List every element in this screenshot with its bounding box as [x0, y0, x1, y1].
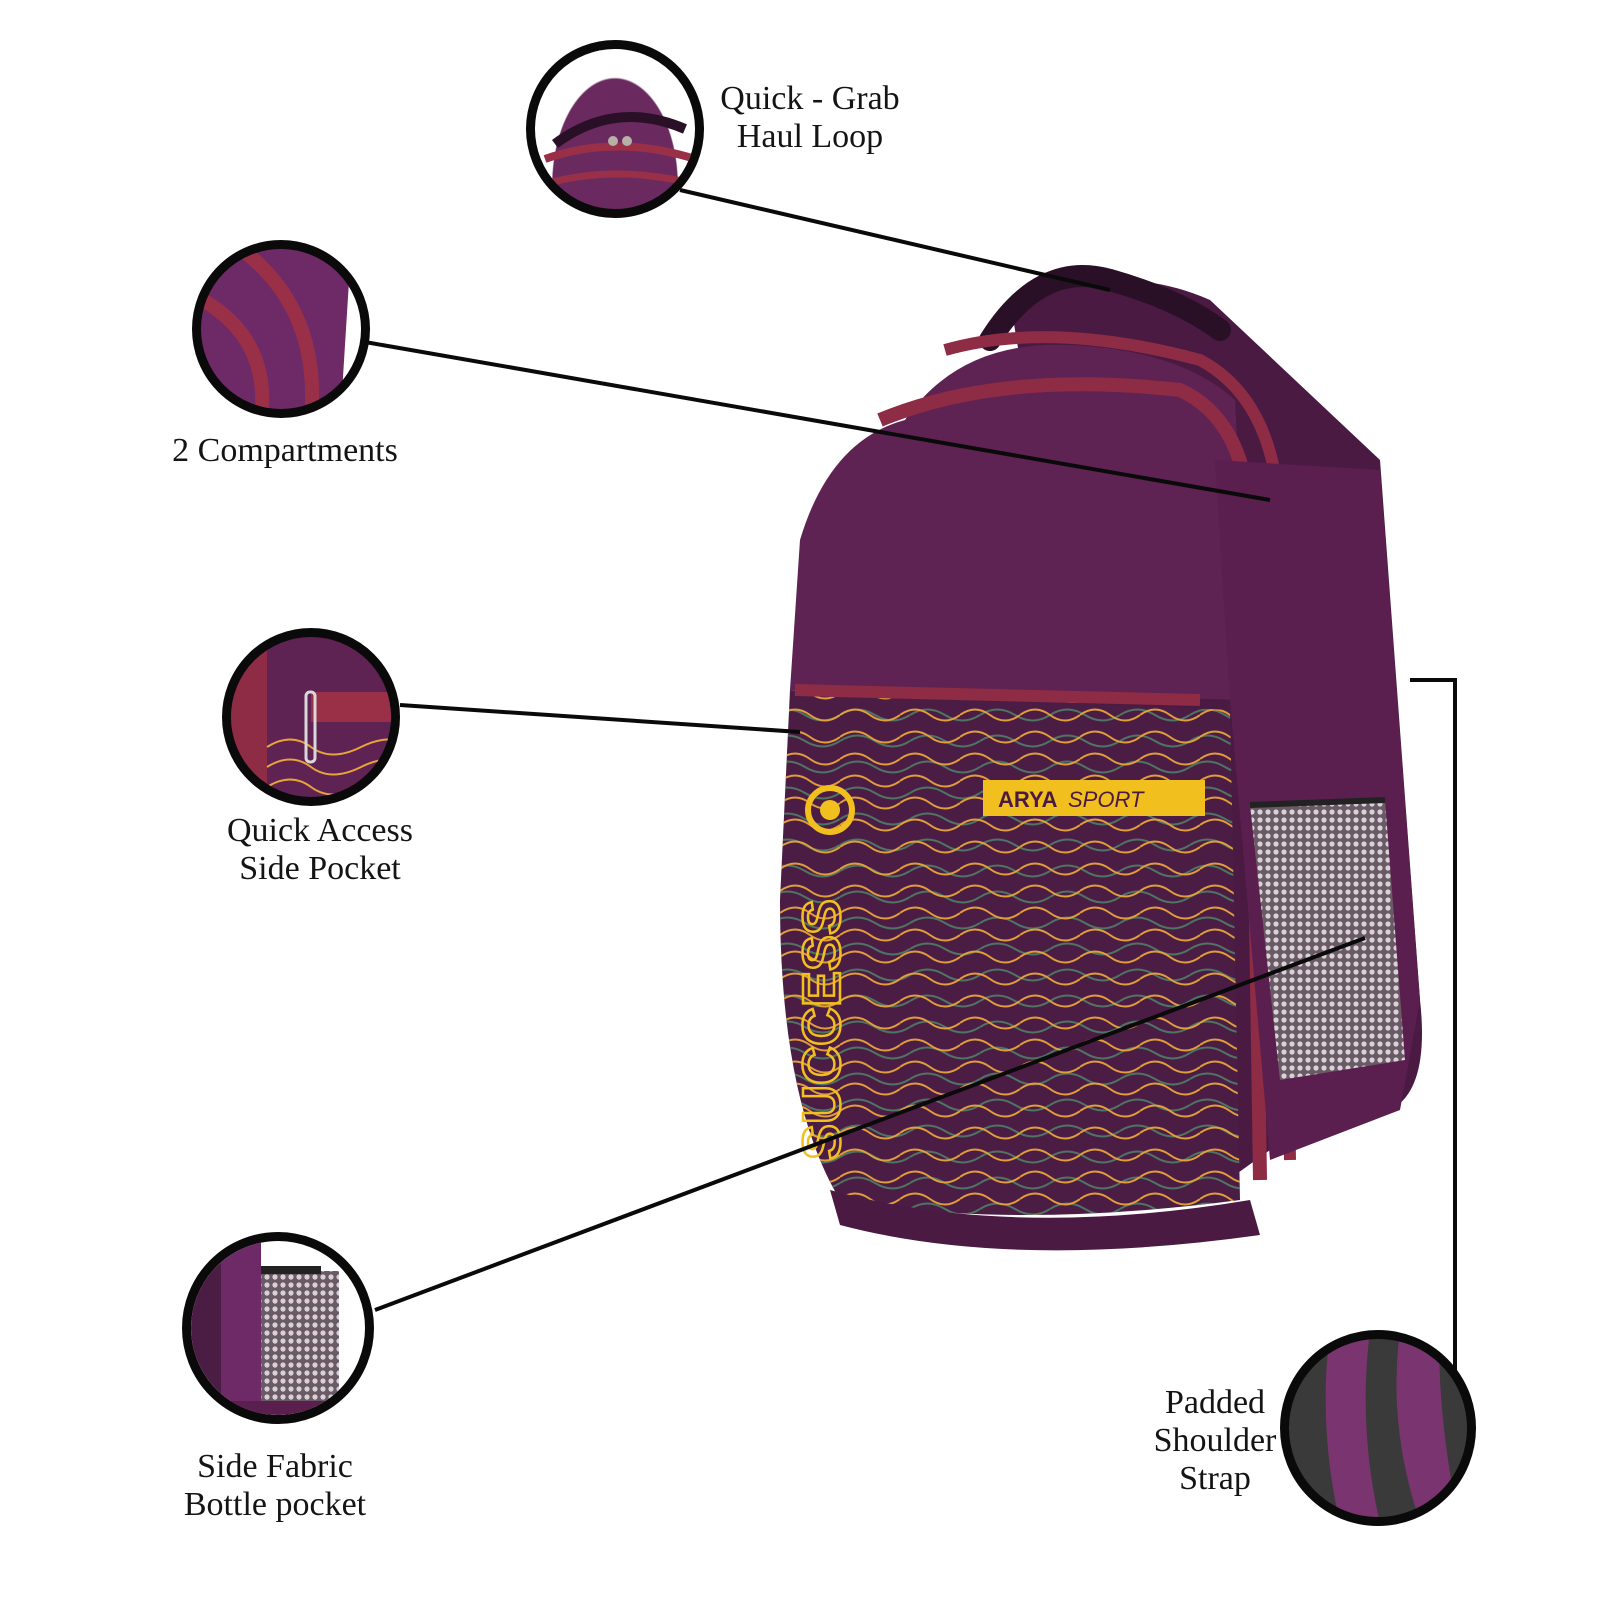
compartments-detail-image: [201, 249, 361, 409]
detail-circle-compartments: [192, 240, 370, 418]
feature-label-shoulder-strap: Padded Shoulder Strap: [1153, 1384, 1277, 1497]
detail-circle-haul-loop: [526, 40, 704, 218]
feature-label-compartments: 2 Compartments: [172, 432, 398, 469]
feature-label-side-pocket: Quick Access Side Pocket: [226, 812, 413, 887]
bottle-pocket-detail-image: [191, 1241, 365, 1415]
detail-circle-shoulder-strap: [1280, 1330, 1476, 1526]
shoulder-strap-detail-image: [1325, 1339, 1459, 1517]
side-pocket-detail-image: [231, 637, 391, 797]
detail-circle-side-pocket: [222, 628, 400, 806]
brand-badge: [983, 780, 1205, 816]
feature-label-haul-loop: Quick - Grab Haul Loop: [720, 80, 900, 155]
success-print-text: SUCCESS: [792, 899, 852, 1160]
feature-label-bottle-pocket: Side Fabric Bottle pocket: [183, 1448, 367, 1523]
haul-loop-detail-image: [543, 112, 695, 188]
brand-name-italic: SPORT: [1068, 787, 1145, 812]
brand-name-bold: ARYA: [998, 787, 1058, 812]
detail-circle-bottle-pocket: [182, 1232, 374, 1424]
